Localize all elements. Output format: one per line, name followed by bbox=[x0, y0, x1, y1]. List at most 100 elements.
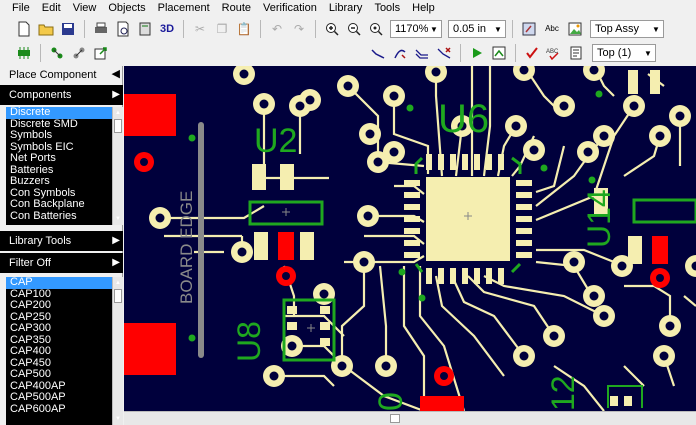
print-preview-icon[interactable] bbox=[113, 19, 133, 39]
picture-icon[interactable] bbox=[565, 19, 585, 39]
route-arc-icon[interactable] bbox=[390, 43, 410, 63]
menu-objects[interactable]: Objects bbox=[108, 2, 146, 14]
autoroute-icon[interactable] bbox=[489, 43, 509, 63]
parts-scrollbar[interactable]: ▲ ▼ bbox=[112, 277, 123, 425]
route-line-icon[interactable] bbox=[368, 43, 388, 63]
menu-verification[interactable]: Verification bbox=[263, 2, 317, 14]
3d-view-button[interactable]: 3D bbox=[159, 22, 175, 35]
pcb-canvas[interactable]: BOARD EDGE U2 U6 U14 U8 0 12 bbox=[124, 66, 696, 411]
board-edge-line bbox=[198, 122, 204, 358]
place-component-icon[interactable] bbox=[14, 43, 34, 63]
library-tools-label: Library Tools bbox=[9, 235, 72, 247]
scroll-thumb[interactable] bbox=[390, 414, 400, 423]
list-item[interactable]: CAP200 bbox=[10, 299, 51, 311]
list-item[interactable]: Con Symbols bbox=[10, 186, 76, 199]
scroll-up-icon[interactable]: ▲ bbox=[115, 110, 121, 116]
menu-file[interactable]: File bbox=[12, 2, 30, 14]
u8-origin-marker bbox=[307, 324, 315, 332]
new-file-icon[interactable] bbox=[14, 19, 34, 39]
component-number-0: 0 bbox=[372, 392, 410, 411]
menu-placement[interactable]: Placement bbox=[157, 2, 210, 14]
filter-header[interactable]: Filter Off ▶ bbox=[0, 253, 123, 273]
zoom-in-icon[interactable] bbox=[322, 19, 342, 39]
u6-origin-marker bbox=[464, 212, 472, 220]
scroll-down-icon[interactable]: ▼ bbox=[115, 416, 121, 422]
list-item[interactable]: Con Backplane bbox=[10, 198, 85, 210]
export-icon[interactable] bbox=[91, 43, 111, 63]
smd-pad bbox=[320, 306, 330, 314]
toolbar-separator bbox=[460, 44, 461, 62]
run-icon[interactable] bbox=[467, 43, 487, 63]
scroll-down-icon[interactable]: ▼ bbox=[115, 216, 121, 222]
list-item[interactable]: CAP350 bbox=[10, 333, 51, 346]
chevron-right-icon: ▶ bbox=[112, 89, 120, 100]
redo-icon[interactable]: ↷ bbox=[293, 22, 305, 36]
list-item[interactable]: CAP400 bbox=[10, 345, 51, 357]
menu-tools[interactable]: Tools bbox=[374, 2, 401, 14]
scroll-up-icon[interactable]: ▲ bbox=[115, 280, 121, 286]
list-item[interactable]: Con Batteries bbox=[10, 209, 77, 222]
list-item[interactable]: CAP250 bbox=[10, 310, 51, 323]
net-connect-icon[interactable] bbox=[69, 43, 89, 63]
paste-icon[interactable]: 📋 bbox=[236, 22, 252, 36]
list-item[interactable]: Buzzers bbox=[10, 175, 50, 187]
u8-refdes: U8 bbox=[231, 321, 267, 362]
drc-check-icon[interactable] bbox=[522, 43, 542, 63]
menu-view[interactable]: View bbox=[72, 2, 97, 14]
list-item[interactable]: Discrete bbox=[6, 107, 123, 119]
save-icon[interactable] bbox=[58, 19, 78, 39]
list-item[interactable]: CAP500AP bbox=[10, 391, 66, 403]
list-item[interactable]: CAP600AP bbox=[10, 402, 66, 415]
list-item[interactable]: CAP400AP bbox=[10, 379, 66, 392]
u6-pins bbox=[404, 154, 532, 284]
copy-icon[interactable]: ❐ bbox=[216, 22, 228, 36]
list-item[interactable]: Discrete SMD bbox=[10, 117, 78, 130]
text-abc-button[interactable]: Abc bbox=[545, 24, 559, 33]
list-item[interactable]: CAP bbox=[6, 277, 123, 289]
unroute-icon[interactable] bbox=[434, 43, 454, 63]
calculator-icon[interactable] bbox=[135, 19, 155, 39]
list-item[interactable]: Net Ports bbox=[10, 152, 56, 164]
cut-icon[interactable]: ✂ bbox=[194, 22, 206, 36]
scroll-thumb[interactable] bbox=[114, 289, 122, 303]
toolbar-separator bbox=[183, 20, 184, 38]
list-item[interactable]: CAP450 bbox=[10, 356, 51, 369]
menu-route[interactable]: Route bbox=[221, 2, 251, 14]
list-item[interactable]: CAP100 bbox=[10, 287, 51, 300]
list-item[interactable]: Symbols EIC bbox=[10, 140, 74, 153]
list-item[interactable]: CAP500 bbox=[10, 368, 51, 380]
components-header[interactable]: Components ▶ bbox=[0, 85, 123, 105]
menu-library[interactable]: Library bbox=[328, 2, 363, 14]
zoom-out-icon[interactable] bbox=[344, 19, 364, 39]
net-list-icon[interactable] bbox=[47, 43, 67, 63]
list-item[interactable]: Batteries bbox=[10, 163, 54, 176]
grid-combo[interactable]: 0.05 in ▼ bbox=[448, 20, 506, 38]
canvas-horizontal-scrollbar[interactable] bbox=[124, 411, 696, 425]
list-item[interactable]: Symbols bbox=[10, 129, 53, 141]
pcb-layout[interactable]: BOARD EDGE U2 U6 U14 U8 0 12 bbox=[124, 66, 696, 411]
component-number-12: 12 bbox=[545, 375, 581, 411]
component-properties-icon[interactable] bbox=[519, 19, 539, 39]
print-icon[interactable] bbox=[91, 19, 111, 39]
undo-icon[interactable]: ↶ bbox=[271, 22, 283, 36]
scroll-thumb[interactable] bbox=[114, 119, 122, 133]
list-item[interactable]: CAP300 bbox=[10, 322, 51, 334]
menu-help[interactable]: Help bbox=[412, 2, 435, 14]
menu-edit[interactable]: Edit bbox=[41, 2, 61, 14]
smd-pad bbox=[628, 236, 642, 264]
board-edge-label: BOARD EDGE bbox=[177, 191, 196, 304]
route-bus-icon[interactable] bbox=[412, 43, 432, 63]
layer-combo[interactable]: Top (1) ▼ bbox=[592, 44, 656, 62]
report-icon[interactable] bbox=[566, 43, 586, 63]
smd-pad bbox=[320, 338, 330, 346]
library-tools-header[interactable]: Library Tools ▶ bbox=[0, 231, 123, 251]
zoom-fit-icon[interactable] bbox=[366, 19, 386, 39]
smd-pad bbox=[280, 164, 294, 190]
view-combo[interactable]: Top Assy ▼ bbox=[590, 20, 664, 38]
open-folder-icon[interactable] bbox=[36, 19, 56, 39]
spell-check-icon[interactable]: ABC bbox=[544, 43, 564, 63]
components-scrollbar[interactable]: ▲ ▼ bbox=[112, 107, 123, 225]
panel-collapse-icon[interactable]: ◀ bbox=[111, 68, 120, 80]
zoom-combo[interactable]: 1170% ▼ bbox=[390, 20, 442, 38]
